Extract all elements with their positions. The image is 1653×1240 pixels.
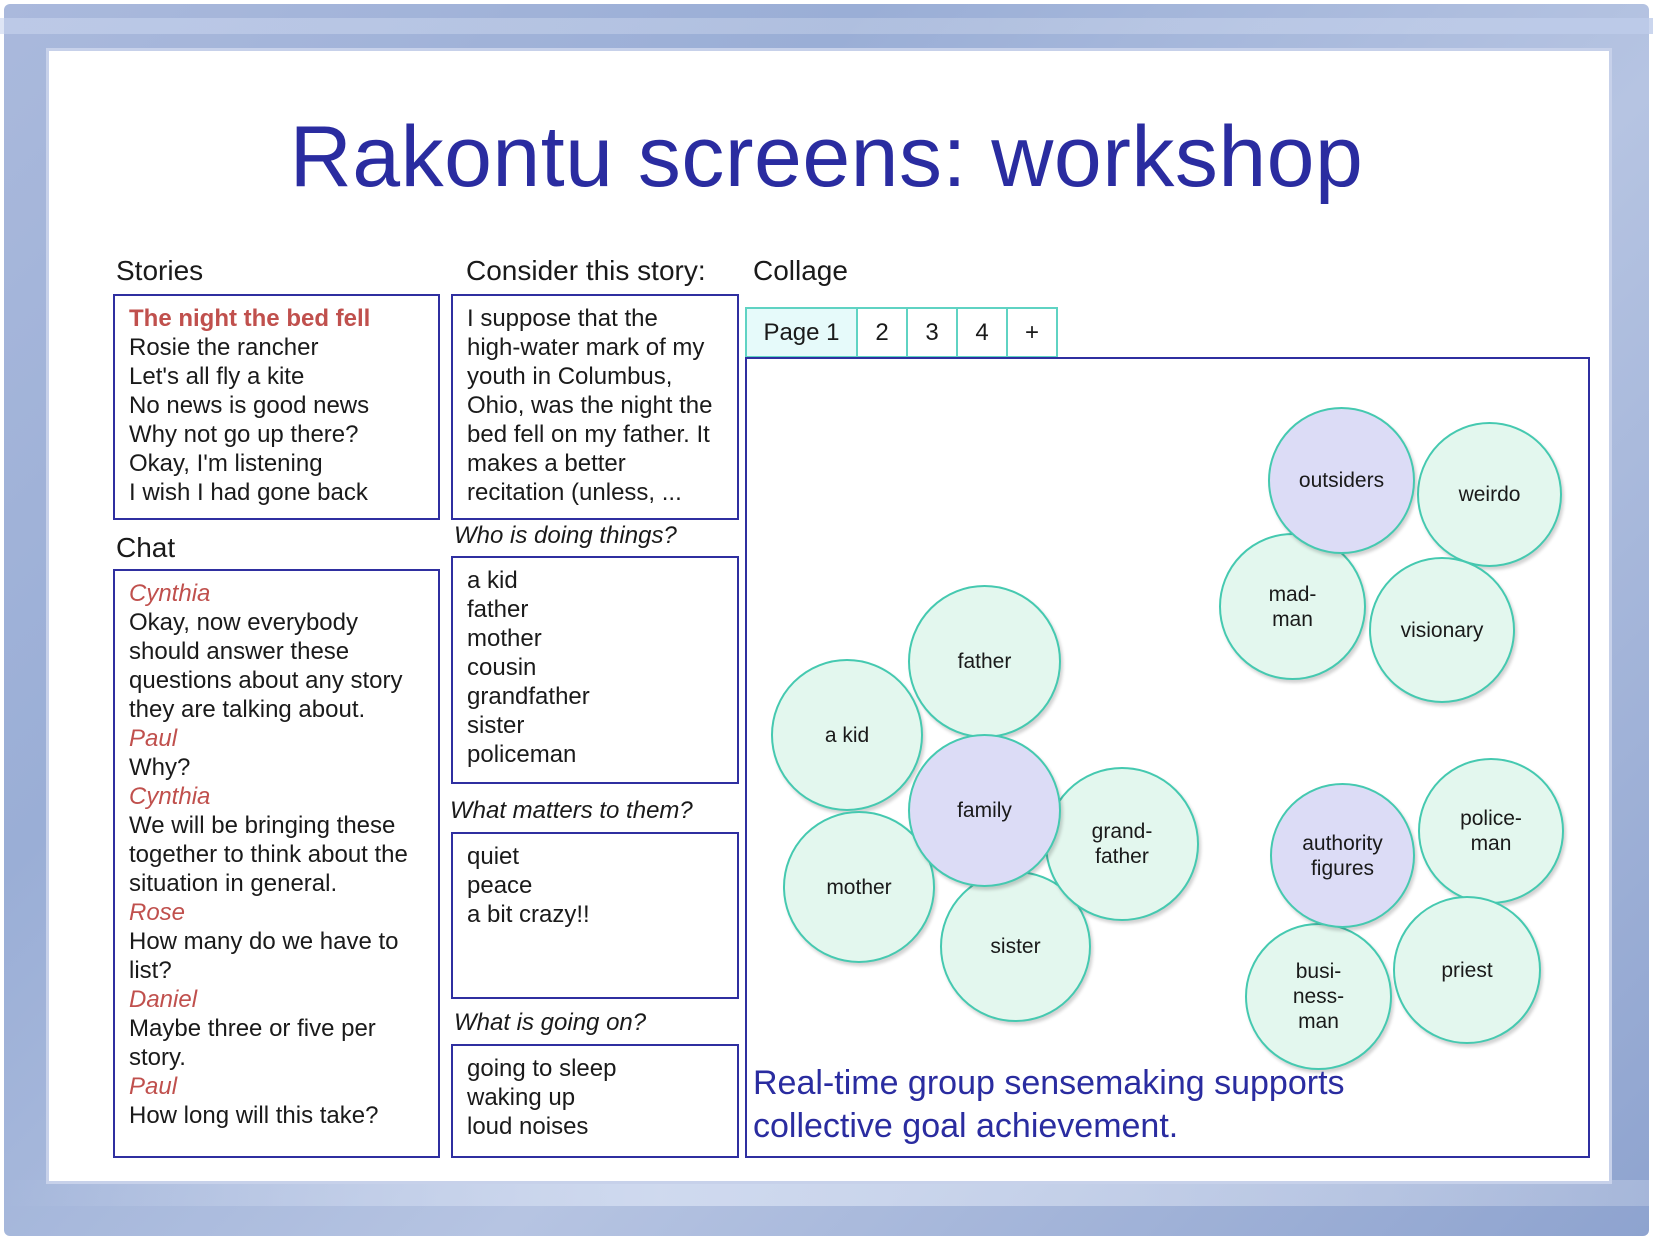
collage-canvas[interactable]: a kid father mother sister grand- father…: [745, 357, 1590, 1158]
tab-page-2[interactable]: 2: [858, 307, 908, 358]
story-item[interactable]: I wish I had gone back: [129, 479, 368, 506]
story-text-line: youth in Columbus,: [467, 363, 673, 390]
answer-item: mother: [467, 625, 542, 652]
answer-item: loud noises: [467, 1113, 589, 1140]
story-item-selected[interactable]: The night the bed fell: [129, 305, 371, 332]
answer-item: father: [467, 596, 529, 623]
bubble-madman[interactable]: mad- man: [1219, 533, 1366, 680]
bubble-authority-figures-group[interactable]: authority figures: [1270, 783, 1415, 928]
bubble-mother[interactable]: mother: [783, 811, 935, 963]
chat-message-line: Maybe three or five per: [129, 1015, 376, 1042]
chat-message-line: they are talking about.: [129, 696, 366, 723]
bubble-father[interactable]: father: [908, 585, 1061, 738]
tab-page-3[interactable]: 3: [908, 307, 958, 358]
answer-item: peace: [467, 872, 533, 899]
answer-item: sister: [467, 712, 525, 739]
bubble-businessman[interactable]: busi- ness- man: [1245, 923, 1392, 1070]
tab-page-1[interactable]: Page 1: [745, 307, 858, 358]
chat-message-line: situation in general.: [129, 870, 338, 897]
slide-tagline: Real-time group sensemaking supports col…: [753, 1062, 1345, 1148]
answer-item: policeman: [467, 741, 577, 768]
story-item[interactable]: Okay, I'm listening: [129, 450, 323, 477]
chat-speaker: Daniel: [129, 986, 198, 1013]
chat-message-line: list?: [129, 957, 172, 984]
chat-message-line: together to think about the: [129, 841, 408, 868]
chat-message-line: story.: [129, 1044, 186, 1071]
answer-item: quiet: [467, 843, 520, 870]
frame-brush-top: [0, 18, 1653, 34]
story-item[interactable]: Rosie the rancher: [129, 334, 319, 361]
chat-speaker: Paul: [129, 1073, 178, 1100]
story-text-line: high-water mark of my: [467, 334, 705, 361]
answer-item: grandfather: [467, 683, 590, 710]
chat-message-line: questions about any story: [129, 667, 403, 694]
collage-label: Collage: [753, 255, 848, 286]
answer-item: waking up: [467, 1084, 576, 1111]
stories-label: Stories: [116, 255, 204, 286]
chat-speaker: Cynthia: [129, 783, 211, 810]
question-who: Who is doing things?: [454, 522, 677, 549]
slide-title: Rakontu screens: workshop: [289, 109, 1364, 205]
chat-speaker: Rose: [129, 899, 186, 926]
tab-page-4[interactable]: 4: [958, 307, 1008, 358]
answer-item: going to sleep: [467, 1055, 617, 1082]
bubble-grandfather[interactable]: grand- father: [1045, 767, 1199, 921]
bubble-outsiders-group[interactable]: outsiders: [1268, 407, 1415, 554]
story-text-line: recitation (unless, ...: [467, 479, 682, 506]
consider-label: Consider this story:: [466, 255, 706, 286]
add-page-tab[interactable]: +: [1008, 307, 1058, 358]
tagline-line-1: Real-time group sensemaking supports: [753, 1064, 1345, 1102]
frame-brush-bottom: [0, 1180, 1653, 1206]
question-what-going-on: What is going on?: [454, 1009, 647, 1036]
bubble-priest[interactable]: priest: [1393, 896, 1541, 1044]
chat-speaker: Paul: [129, 725, 178, 752]
bubble-family-group[interactable]: family: [908, 734, 1061, 887]
story-text-line: I suppose that the: [467, 305, 658, 332]
collage-page-tabs: Page 1 2 3 4 +: [745, 307, 1058, 358]
chat-message-line: How long will this take?: [129, 1102, 379, 1129]
answer-item: cousin: [467, 654, 537, 681]
bubble-visionary[interactable]: visionary: [1369, 557, 1515, 703]
chat-message-line: We will be bringing these: [129, 812, 396, 839]
chat-message-line: Why?: [129, 754, 191, 781]
tagline-line-2: collective goal achievement.: [753, 1107, 1179, 1145]
story-text-line: makes a better: [467, 450, 626, 477]
story-text-line: Ohio, was the night the: [467, 392, 713, 419]
story-item[interactable]: No news is good news: [129, 392, 370, 419]
chat-label: Chat: [116, 532, 176, 563]
bubble-a-kid[interactable]: a kid: [771, 659, 923, 811]
chat-message-line: should answer these: [129, 638, 350, 665]
chat-message-line: Okay, now everybody: [129, 609, 358, 636]
answer-item: a kid: [467, 567, 518, 594]
answer-item: a bit crazy!!: [467, 901, 590, 928]
bubble-weirdo[interactable]: weirdo: [1417, 422, 1562, 567]
story-item[interactable]: Let's all fly a kite: [129, 363, 305, 390]
question-what-matters: What matters to them?: [450, 797, 693, 824]
chat-speaker: Cynthia: [129, 580, 211, 607]
bubble-sister[interactable]: sister: [940, 871, 1091, 1022]
chat-message-line: How many do we have to: [129, 928, 399, 955]
story-item[interactable]: Why not go up there?: [129, 421, 359, 448]
story-text-line: bed fell on my father. It: [467, 421, 710, 448]
bubble-policeman[interactable]: police- man: [1418, 758, 1564, 904]
